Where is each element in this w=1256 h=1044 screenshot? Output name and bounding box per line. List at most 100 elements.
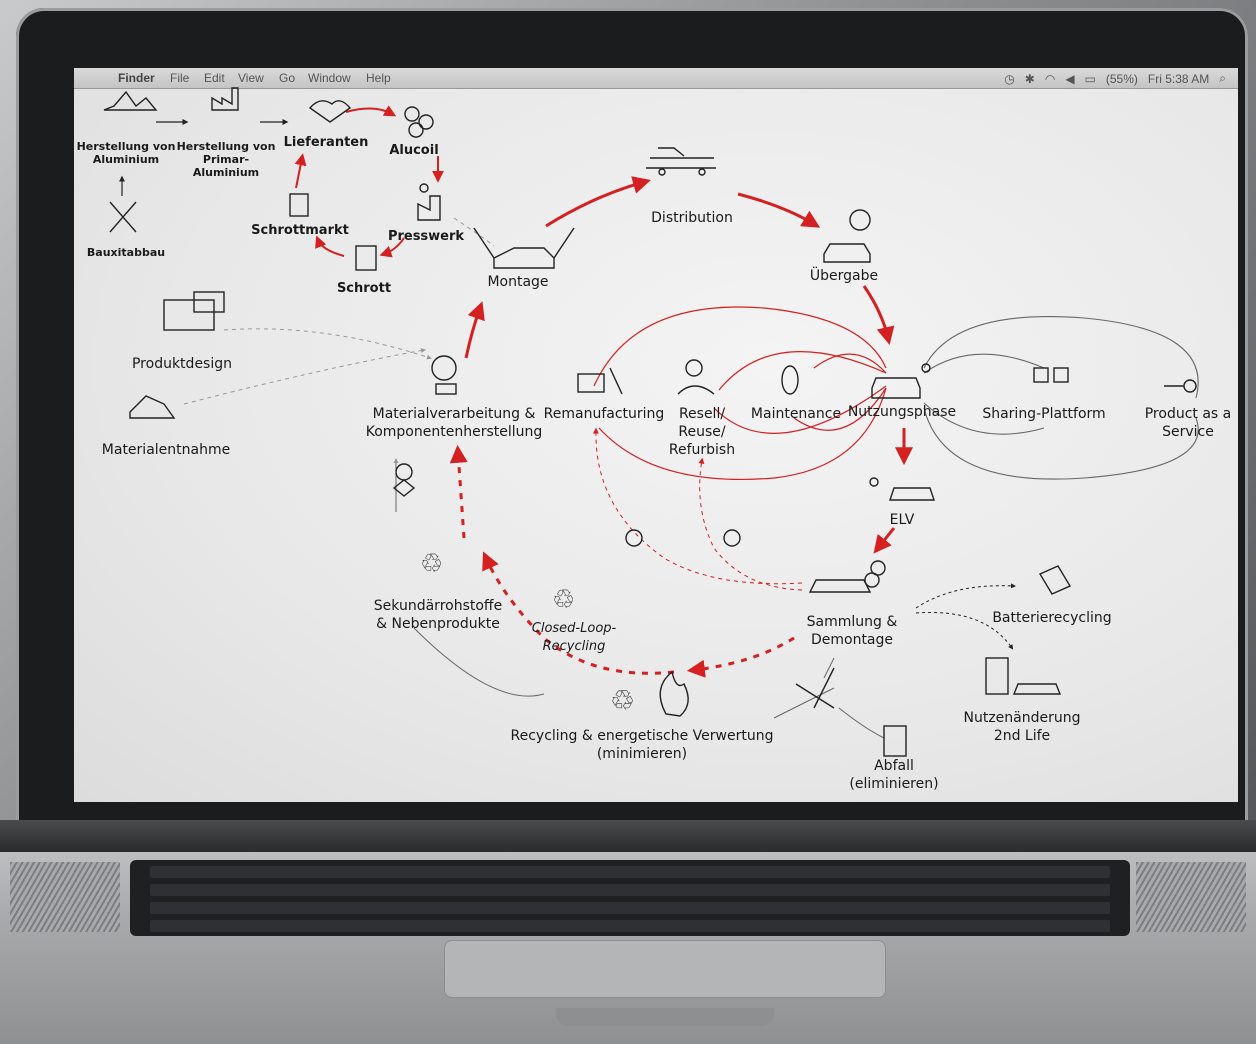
label-abfall-2: (eliminieren): [849, 776, 938, 792]
volume-icon[interactable]: ◀: [1065, 71, 1075, 86]
arrow-montage-distribution: [545, 176, 651, 228]
label-sammlung-1: Sammlung &: [807, 614, 898, 630]
label-herstellung-al-1: Herstellung von: [77, 140, 176, 153]
main-loop-arrows: [464, 176, 913, 554]
wifi-icon[interactable]: ◠: [1044, 71, 1056, 86]
label-sekundaer-1: Sekundärrohstoffe: [374, 598, 502, 614]
recycle-icon-3: ♲: [610, 684, 635, 717]
label-nutzenaenderung-1: Nutzenänderung: [963, 710, 1080, 726]
steering-wheel-icon: [431, 355, 457, 381]
keyboard[interactable]: [130, 860, 1130, 936]
icons: ♲ ♲ ♲: [129, 147, 1197, 757]
label-herstellung-al-2: Aluminium: [93, 153, 159, 166]
key-icon: [1183, 379, 1197, 393]
trackpad[interactable]: [444, 940, 886, 998]
menu-bar: Finder File Edit View Go Window Help ◷ ✱…: [74, 68, 1238, 89]
label-primar-3: Aluminium: [193, 166, 259, 179]
svg-text:Sammlung &Demontage: Sammlung & Demontage: [807, 614, 898, 648]
label-remanufacturing: Remanufacturing: [544, 406, 665, 422]
label-primar-2: Primar-: [203, 153, 249, 166]
handshake-icon: [308, 100, 352, 123]
battery-icon[interactable]: ▭: [1084, 71, 1096, 86]
label-lieferanten: Lieferanten: [284, 135, 369, 150]
menu-view[interactable]: View: [238, 71, 264, 85]
grey-connectors: [183, 217, 495, 405]
label-paas-2: Service: [1162, 424, 1214, 440]
flame-icon: [659, 670, 689, 717]
label-paas-1: Product as a: [1145, 406, 1232, 422]
arrow-uebergabe-nutzung: [862, 285, 895, 346]
battery-recycling-icon: [1038, 565, 1072, 595]
clock[interactable]: Fri 5:38 AM: [1147, 71, 1210, 86]
label-sammlung-2: Demontage: [811, 632, 893, 648]
key-row-3[interactable]: [150, 902, 1110, 914]
arrow-material-montage: [464, 301, 485, 359]
label-elv: ELV: [890, 512, 915, 528]
menu-window[interactable]: Window: [308, 71, 351, 85]
menu-help[interactable]: Help: [366, 71, 391, 85]
sharing-loops: [923, 316, 1199, 480]
component-icon-2: [723, 529, 741, 547]
key-row-1[interactable]: [150, 866, 1110, 878]
label-materialentnahme: Materialentnahme: [102, 442, 230, 458]
battery-repair-icon: [577, 373, 605, 393]
component-icon-1: [625, 529, 643, 547]
menu-file[interactable]: File: [170, 71, 190, 85]
label-primar-1: Herstellung von: [177, 140, 276, 153]
arrow-sammlung-recycling: [686, 636, 795, 678]
shredder-icon: [795, 667, 835, 709]
battery-arrows: [915, 583, 1016, 650]
bluetooth-icon[interactable]: ✱: [1024, 71, 1035, 86]
time-machine-icon[interactable]: ◷: [1004, 71, 1015, 86]
menu-edit[interactable]: Edit: [204, 71, 225, 85]
dismantling-icon: [808, 579, 872, 593]
screen: Finder File Edit View Go Window Help ◷ ✱…: [74, 68, 1238, 802]
svg-text:Recycling & energetische Verwe: Recycling & energetische Verwertung(mini…: [511, 728, 774, 762]
rocks-icon: [129, 395, 176, 419]
label-batterierecycling: Batterierecycling: [992, 610, 1111, 626]
lid-notch: [556, 1008, 774, 1026]
label-alucoil: Alucoil: [389, 143, 438, 158]
svg-text:Materialverarbeitung &Komponen: Materialverarbeitung & Komponentenherstel…: [366, 406, 543, 440]
trash-bin-icon: [883, 725, 907, 757]
svg-text:Resell/Reuse/Refurbish: Resell/Reuse/Refurbish: [669, 406, 735, 458]
label-closedloop-1: Closed-Loop-: [532, 621, 617, 636]
menu-go[interactable]: Go: [279, 71, 296, 85]
label-resell-2: Reuse/: [678, 424, 725, 440]
label-sekundaer-2: & Nebenprodukte: [376, 616, 500, 632]
svg-text:Sekundärrohstoffe& Nebenproduk: Sekundärrohstoffe & Nebenprodukte: [374, 598, 502, 632]
sharing-icon: [1033, 367, 1049, 383]
invoice-icon: [289, 193, 309, 217]
label-materialverarbeitung-2: Komponentenherstellung: [366, 424, 543, 440]
label-resell-3: Refurbish: [669, 442, 735, 458]
elv-car-icon: [889, 487, 935, 501]
label-distribution: Distribution: [651, 210, 733, 226]
recycle-icon-2: ♲: [552, 585, 575, 615]
key-row-2[interactable]: [150, 884, 1110, 896]
person-walking-icon: [921, 363, 931, 373]
svg-text:Abfall(eliminieren): Abfall (eliminieren): [849, 758, 938, 792]
arrow-closedloop-material: [449, 444, 468, 539]
arrow-distribution-uebergabe: [737, 192, 821, 228]
menu-app-finder[interactable]: Finder: [118, 71, 155, 85]
materials-hand-icon: [392, 479, 416, 497]
label-maintenance: Maintenance: [751, 406, 841, 422]
label-resell-1: Resell/: [679, 406, 725, 422]
recycle-icon-1: ♲: [420, 549, 443, 579]
closed-loop-dashed: [449, 444, 795, 678]
label-abfall-1: Abfall: [874, 758, 914, 774]
crossed-hammers-icon: [109, 201, 137, 233]
label-schrott: Schrott: [337, 281, 391, 296]
label-closedloop-2: Recycling: [543, 639, 606, 654]
spotlight-icon[interactable]: ⌕: [1219, 71, 1226, 85]
key-row-4[interactable]: [150, 920, 1110, 932]
battery-percent: (55%): [1105, 71, 1138, 86]
car-assembly-icon: [493, 247, 555, 269]
label-montage: Montage: [487, 274, 548, 290]
inner-loops: [593, 306, 887, 481]
upstream-cycle: [103, 87, 444, 271]
label-schrottmarkt: Schrottmarkt: [251, 223, 349, 238]
label-materialverarbeitung-1: Materialverarbeitung &: [373, 406, 536, 422]
coil-icon: [404, 106, 420, 122]
